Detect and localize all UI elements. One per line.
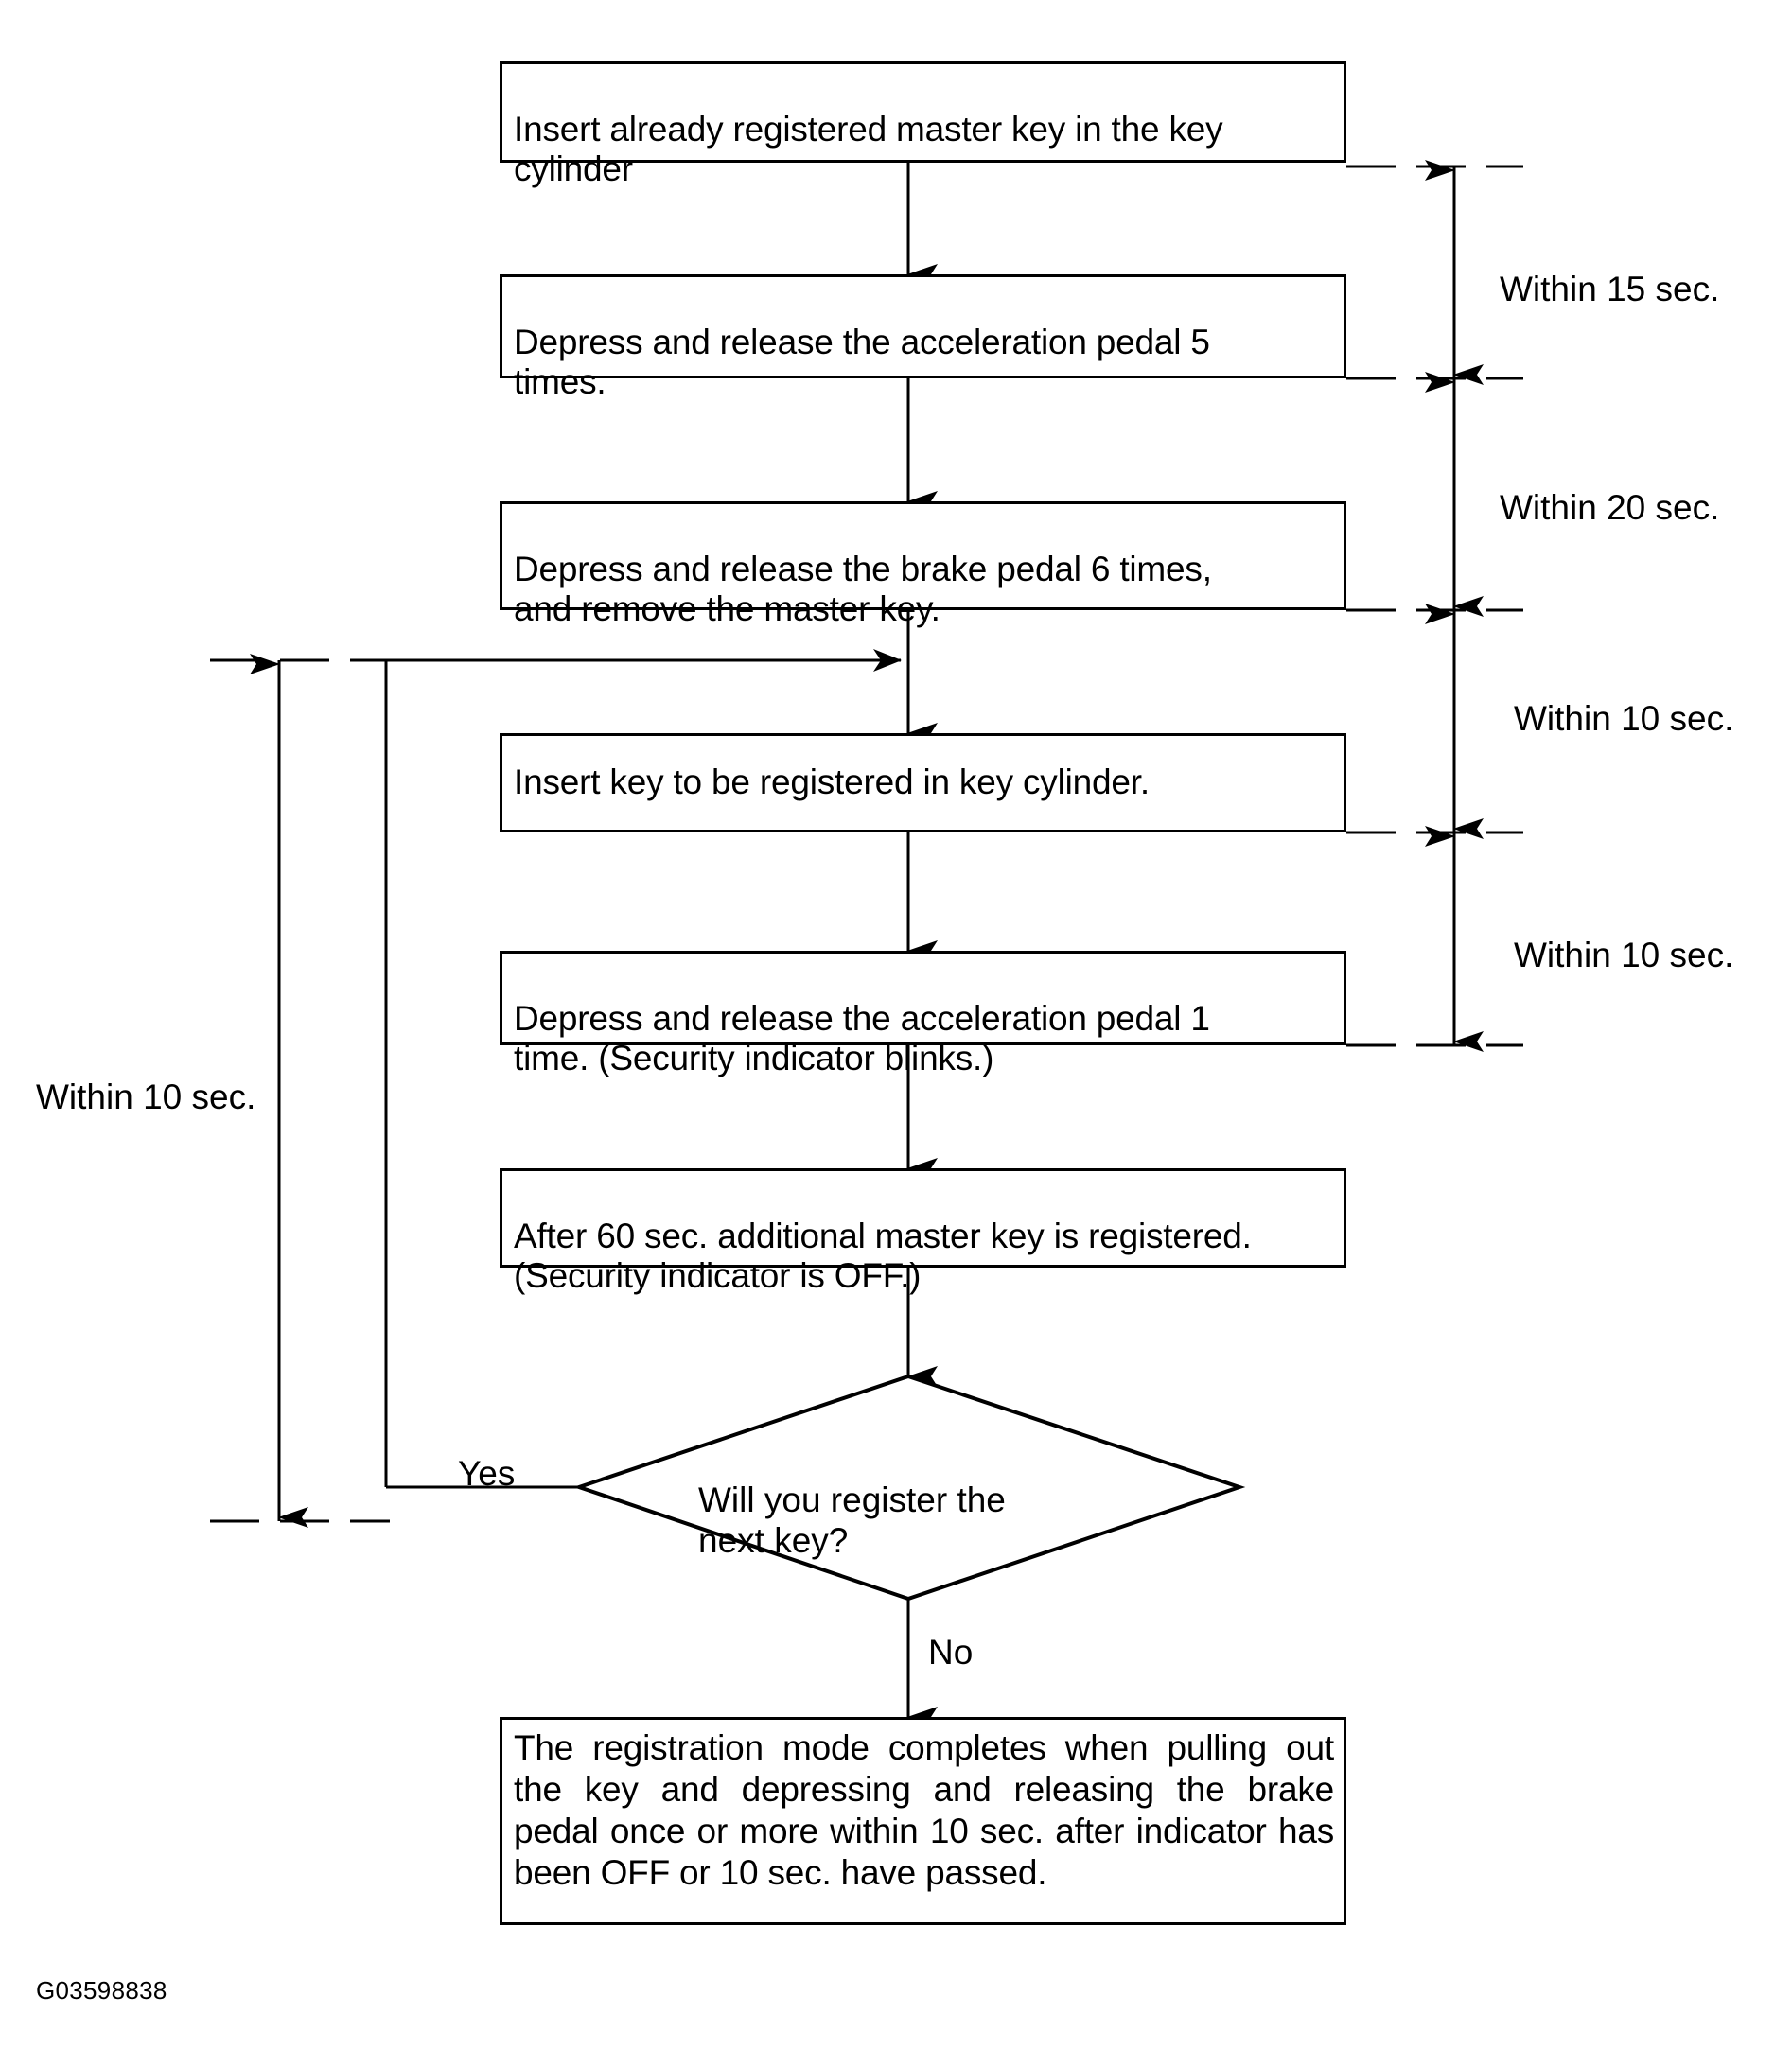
process-box-step7-text: The registration mode completes when pul… (514, 1728, 1334, 1893)
process-box-step2: Depress and release the acceleration ped… (500, 274, 1346, 401)
process-box-step6-text: After 60 sec. additional master key is r… (514, 1217, 1252, 1296)
timing-label-within-10-sec-left-text: Within 10 sec. (36, 1077, 256, 1116)
leader-lines-right (1346, 165, 1523, 1047)
figure-id-text: G03598838 (36, 1976, 167, 2005)
timing-label-within-20-sec-text: Within 20 sec. (1500, 488, 1720, 527)
decision-yes-label: Yes (458, 1454, 516, 1494)
process-box-step4: Insert key to be registered in key cylin… (500, 733, 1346, 832)
process-box-step6: After 60 sec. additional master key is r… (500, 1168, 1346, 1295)
timing-label-within-10-sec-left: Within 10 sec. (36, 1077, 256, 1117)
process-box-step4-text: Insert key to be registered in key cylin… (514, 762, 1150, 802)
timing-label-within-15-sec: Within 15 sec. (1500, 270, 1720, 309)
process-box-step3-text: Depress and release the brake pedal 6 ti… (514, 550, 1212, 629)
decision-diamond-label: Will you register the next key? (698, 1438, 1096, 1562)
process-box-step7: The registration mode completes when pul… (500, 1717, 1346, 1925)
decision-no-text: No (928, 1633, 974, 1672)
process-box-step5-text: Depress and release the acceleration ped… (514, 999, 1210, 1078)
timing-label-within-10-sec-lower: Within 10 sec. (1514, 936, 1734, 975)
decision-diamond-text: Will you register the next key? (698, 1480, 1006, 1561)
figure-id-label: G03598838 (36, 1977, 167, 2005)
process-box-step2-text: Depress and release the acceleration ped… (514, 323, 1210, 402)
timing-label-within-15-sec-text: Within 15 sec. (1500, 270, 1720, 308)
timing-label-within-10-sec-upper: Within 10 sec. (1514, 699, 1734, 739)
process-box-step1-text: Insert already registered master key in … (514, 110, 1223, 189)
process-box-step1: Insert already registered master key in … (500, 61, 1346, 188)
process-box-step5: Depress and release the acceleration ped… (500, 951, 1346, 1077)
timing-label-within-20-sec: Within 20 sec. (1500, 488, 1720, 528)
timing-label-within-10-sec-upper-text: Within 10 sec. (1514, 699, 1734, 738)
timing-label-within-10-sec-lower-text: Within 10 sec. (1514, 936, 1734, 974)
decision-no-label: No (928, 1633, 974, 1673)
decision-yes-text: Yes (458, 1454, 516, 1493)
process-box-step3: Depress and release the brake pedal 6 ti… (500, 501, 1346, 628)
